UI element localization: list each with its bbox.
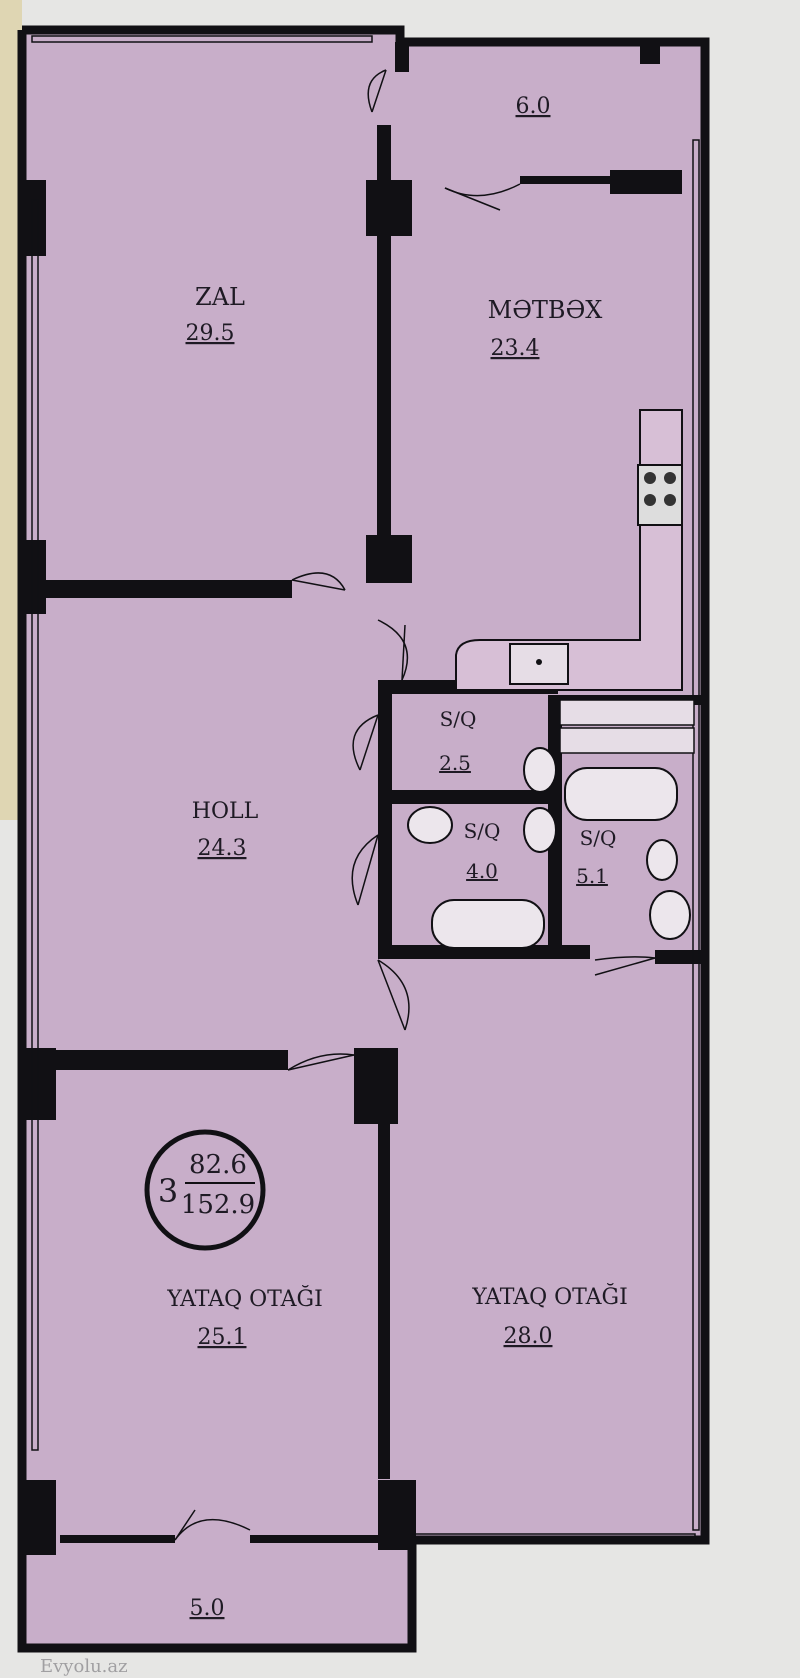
room-name: MƏTBƏX (488, 296, 603, 324)
windows (31, 35, 700, 1541)
room-area: 28.0 (504, 1324, 553, 1349)
toilet-icon (523, 807, 557, 853)
room-name: S/Q (580, 826, 617, 850)
room-area: 25.1 (198, 1325, 247, 1350)
living-area: 82.6 (189, 1150, 247, 1180)
room-area: 23.4 (491, 336, 540, 361)
room-area: 6.0 (516, 94, 551, 119)
kitchen-counter (455, 409, 683, 691)
room-name: S/Q (464, 819, 501, 843)
total-area: 152.9 (181, 1190, 255, 1220)
room-area: 29.5 (186, 321, 235, 346)
interior-walls (22, 42, 705, 1555)
room-area: 2.5 (439, 751, 471, 775)
room-count: 3 (158, 1172, 178, 1210)
fixtures (407, 409, 695, 949)
room-name: ZAL (195, 283, 245, 311)
room-area: 5.1 (576, 864, 608, 888)
toilet-icon (523, 747, 557, 793)
room-area: 4.0 (466, 859, 498, 883)
room-area: 24.3 (198, 836, 247, 861)
room-name: HOLL (192, 799, 259, 824)
bathtub-icon (431, 899, 545, 949)
toilet-icon (646, 839, 678, 881)
floor-area (22, 30, 705, 1648)
stove-icon (637, 464, 683, 526)
door-swings (174, 69, 656, 1541)
room-name: S/Q (440, 707, 477, 731)
summary-badge: 3 82.6 152.9 (144, 1129, 266, 1251)
outer-walls (17, 25, 710, 1653)
bathtub-icon (564, 767, 678, 821)
watermark: Evyolu.az (40, 1656, 128, 1677)
washbasin-icon (407, 806, 453, 844)
room-name: YATAQ OTAĞI (471, 1283, 628, 1310)
room-labels: ZAL 29.5 6.0 MƏTBƏX 23.4 S/Q 2.5 HOLL 24… (166, 94, 628, 1621)
room-area: 5.0 (190, 1596, 225, 1621)
room-name: YATAQ OTAĞI (166, 1285, 323, 1312)
washbasin-icon (649, 890, 691, 940)
